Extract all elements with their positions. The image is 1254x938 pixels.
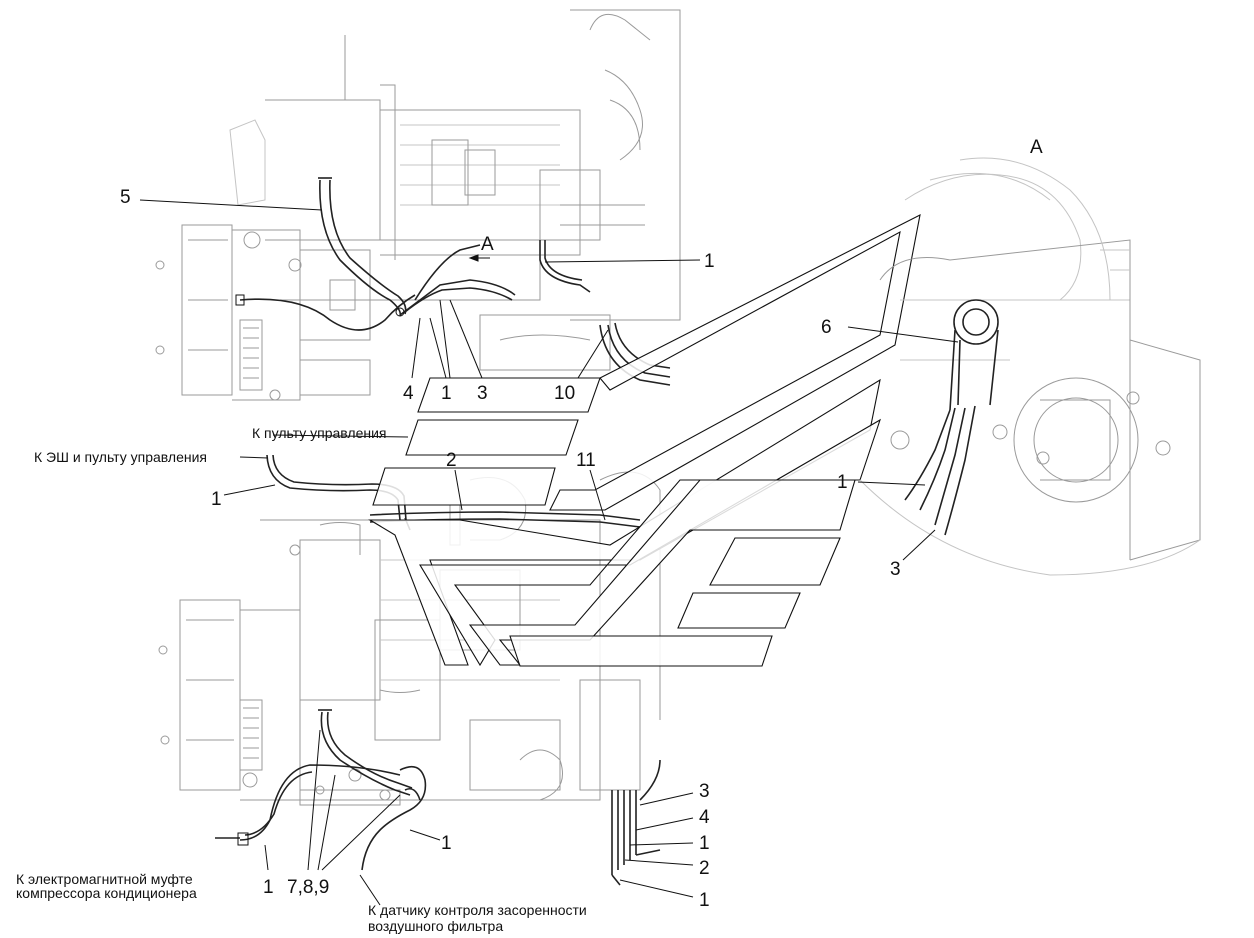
tag-panel-6	[509, 635, 773, 667]
tag-panel-3	[372, 467, 556, 506]
callout-3-bottom-right: 3	[699, 781, 710, 802]
view-a-title: А	[1030, 137, 1043, 158]
harness-tag-panels	[368, 213, 921, 667]
callout-1b-bottom-right: 1	[699, 890, 710, 911]
callout-1-bottom-mid: 1	[441, 833, 452, 854]
note-to-esh-and-panel: К ЭШ и пульту управления	[34, 449, 207, 465]
view-a-detail	[859, 157, 1201, 576]
callout-4-top: 4	[403, 383, 414, 404]
callout-2-mid: 2	[446, 450, 457, 471]
callout-7-8-9: 7,8,9	[287, 877, 329, 898]
callout-1-mid-left: 1	[211, 489, 222, 510]
text-labels: А А К пульту управления К ЭШ и пульту уп…	[16, 137, 1043, 934]
callout-1-view-a: 1	[837, 472, 848, 493]
callout-6-view-a: 6	[821, 317, 832, 338]
callout-4-bottom-right: 4	[699, 807, 710, 828]
tag-panel-1	[417, 377, 601, 413]
view-a-lug-and-wires	[904, 299, 999, 536]
callout-1-top-right: 1	[704, 251, 715, 272]
note-to-sensor-2: воздушного фильтра	[368, 918, 503, 934]
note-to-clutch-2: компрессора кондиционера	[16, 885, 197, 901]
tag-panel-4	[709, 537, 841, 586]
callout-3-view-a: 3	[890, 559, 901, 580]
view-a-arrow-label: А	[481, 234, 494, 255]
note-to-clutch-1: К электромагнитной муфте	[16, 871, 193, 887]
top-engine-view	[155, 9, 681, 401]
terminal-lug	[953, 299, 999, 345]
tag-panel-zigzag-4	[468, 479, 856, 666]
tag-panel-2	[405, 419, 579, 456]
leader-lines	[139, 199, 959, 906]
callout-10: 10	[554, 383, 575, 404]
view-a-arrow-marker	[468, 254, 490, 262]
callout-5: 5	[120, 187, 131, 208]
tag-panel-zigzag-1	[549, 213, 921, 511]
callout-1-bottom-right: 1	[699, 833, 710, 854]
callout-1-top: 1	[441, 383, 452, 404]
note-to-control-panel: К пульту управления	[252, 425, 387, 441]
callout-1-bottom-left: 1	[263, 877, 274, 898]
top-harness	[235, 177, 671, 386]
callout-11: 11	[576, 450, 596, 471]
callout-3-top: 3	[477, 383, 488, 404]
tag-panel-5	[677, 592, 801, 629]
callout-2-bottom-right: 2	[699, 858, 710, 879]
note-to-sensor-1: К датчику контроля засоренности	[368, 902, 587, 918]
